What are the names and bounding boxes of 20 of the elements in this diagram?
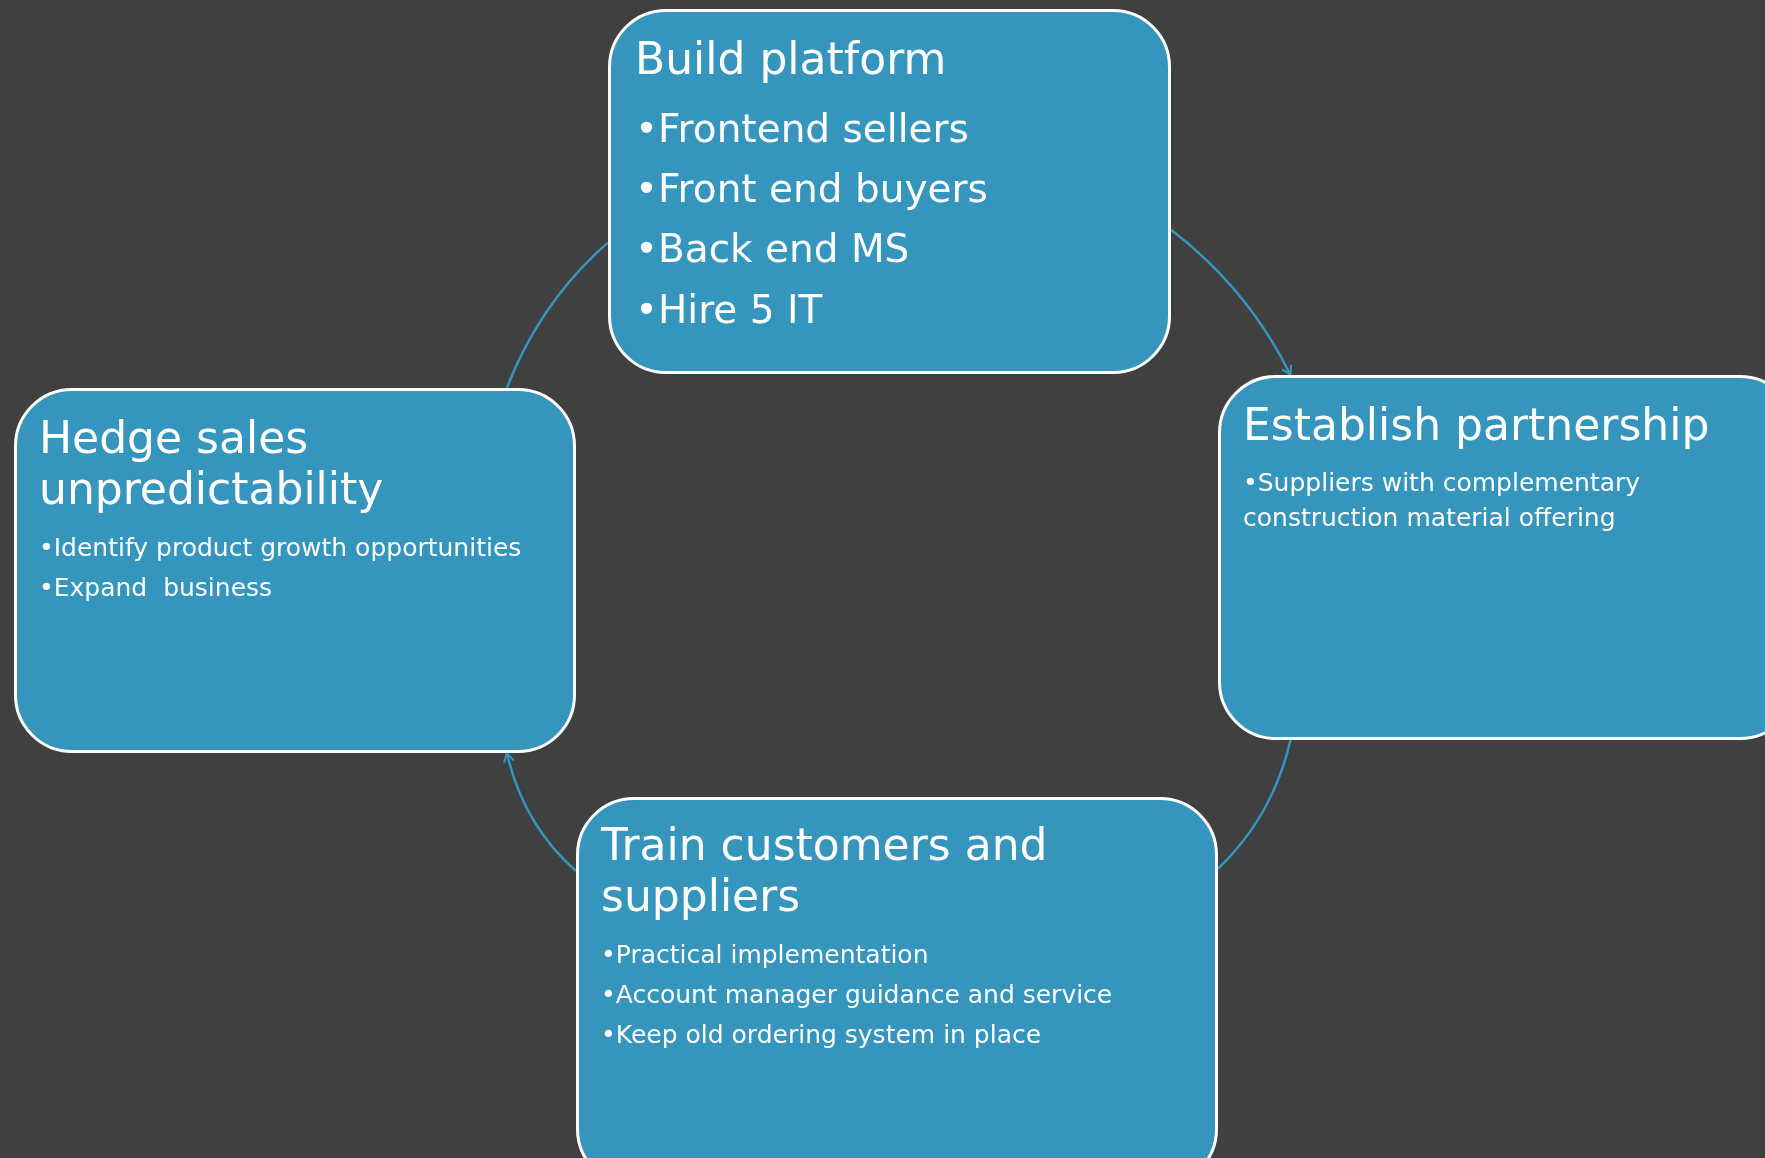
rounded-box [576, 797, 1218, 1158]
bullet-item: •Front end buyers [635, 165, 989, 214]
bullet-item: •Identify product growth opportunities [39, 532, 523, 565]
bullet-item: •Practical implementation [601, 939, 930, 972]
bullet-item: •Expand business [39, 572, 274, 605]
box-heading: Establish partnership [1243, 400, 1711, 451]
curved-arrow [1170, 228, 1292, 376]
box-heading: Hedge sales unpredictability [39, 413, 385, 515]
bullet-item: •Back end MS [635, 225, 911, 274]
rounded-box [14, 388, 576, 753]
bullet-item: •Account manager guidance and service [601, 979, 1114, 1012]
rounded-box [608, 9, 1171, 374]
bullet-item: •Frontend sellers [635, 104, 970, 153]
curved-arrow [503, 752, 577, 872]
box-heading: Build platform [635, 34, 948, 85]
box-heading: Train customers and suppliers [601, 820, 1049, 922]
rounded-box [1218, 375, 1765, 740]
bullet-item: •Suppliers with complementary construction material offering [1243, 466, 1642, 534]
bullet-item: •Keep old ordering system in place [601, 1019, 1043, 1052]
bullet-item: •Hire 5 IT [635, 285, 824, 334]
